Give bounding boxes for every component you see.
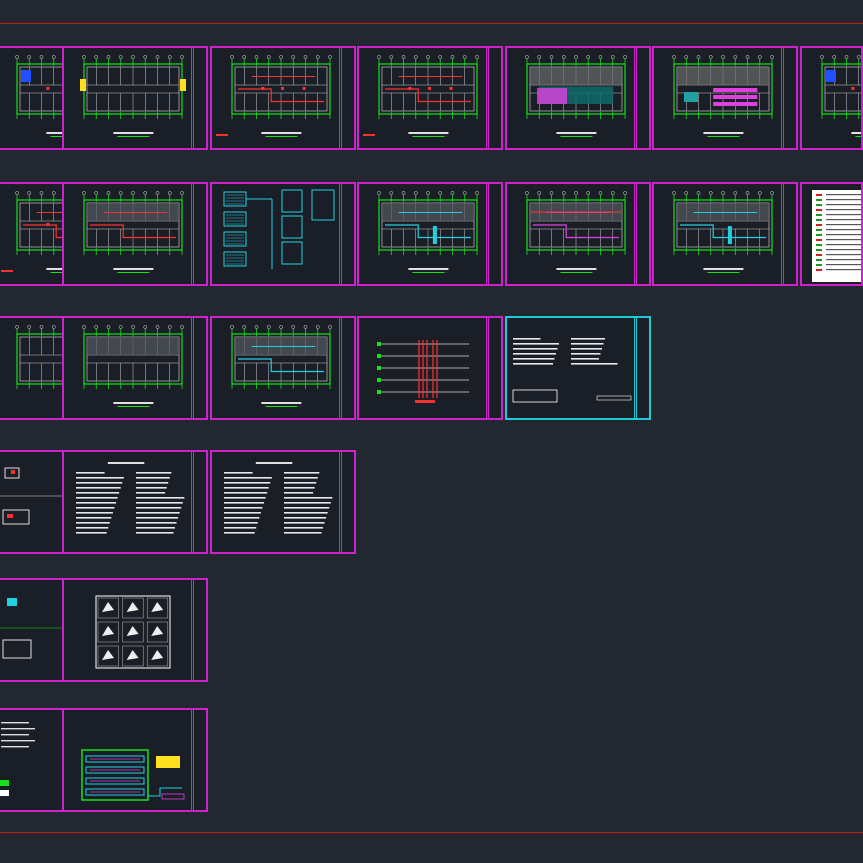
- sheet-drawing: [82, 191, 184, 273]
- sheet-drawing: [525, 191, 627, 273]
- drawing-sheet-plan-gray-cyan[interactable]: [210, 316, 356, 420]
- title-block: [193, 710, 206, 810]
- sheet-drawing: [512, 338, 632, 403]
- drawing-sheet-schematic-cyan[interactable]: [210, 182, 356, 286]
- title-block-border: [191, 580, 194, 680]
- title-block-border: [191, 48, 194, 148]
- title-block: [488, 184, 501, 284]
- title-block: [193, 48, 206, 148]
- sheet-drawing: [216, 55, 332, 137]
- title-block: [193, 580, 206, 680]
- sheet-drawing: [223, 189, 335, 269]
- sheet-drawing: [82, 325, 184, 407]
- sheet-drawing: [820, 55, 861, 137]
- drawing-sheet-plan-gray[interactable]: [62, 316, 208, 420]
- drawing-sheet-plan-teal[interactable]: [505, 46, 651, 150]
- title-block-border: [191, 318, 194, 418]
- title-block: [341, 184, 354, 284]
- drawing-sheet-riser-diagram[interactable]: [357, 316, 503, 420]
- title-block: [341, 48, 354, 148]
- title-block-border: [634, 318, 637, 418]
- drawing-sheet-text-notes-cyan[interactable]: [505, 316, 651, 420]
- sheet-drawing: [81, 749, 185, 801]
- title-block-border: [634, 184, 637, 284]
- title-block-border: [339, 318, 342, 418]
- title-block: [488, 48, 501, 148]
- title-block: [193, 452, 206, 552]
- title-block-border: [634, 48, 637, 148]
- title-block: [193, 184, 206, 284]
- drawing-sheet-plan-cyan[interactable]: [357, 182, 503, 286]
- drawing-sheet-legend-table[interactable]: [800, 182, 863, 286]
- title-block-border: [339, 184, 342, 284]
- sheet-drawing: [80, 55, 186, 137]
- drawing-sheet-text-notes[interactable]: [62, 450, 208, 554]
- title-block: [341, 452, 354, 552]
- drawing-sheet-plan-red[interactable]: [210, 46, 356, 150]
- title-block: [193, 318, 206, 418]
- top-limit-line: [0, 23, 863, 24]
- title-block-border: [486, 184, 489, 284]
- sheet-drawing: [377, 191, 479, 273]
- title-block-border: [191, 184, 194, 284]
- title-block: [636, 184, 649, 284]
- title-block-border: [339, 48, 342, 148]
- sheet-drawing: [363, 55, 479, 137]
- drawing-sheet-plan-outline[interactable]: [62, 46, 208, 150]
- title-block: [636, 48, 649, 148]
- title-block: [488, 318, 501, 418]
- title-block-border: [191, 710, 194, 810]
- sheet-drawing: [224, 462, 333, 534]
- title-block: [783, 48, 796, 148]
- title-block: [636, 318, 649, 418]
- sheet-drawing: [525, 55, 627, 137]
- drawing-sheet-plan-magenta[interactable]: [652, 46, 798, 150]
- title-block-border: [191, 452, 194, 552]
- drawing-sheet-plan-magenta-line[interactable]: [505, 182, 651, 286]
- drawing-sheet-plan-cyan[interactable]: [652, 182, 798, 286]
- sheet-drawing: [812, 190, 861, 282]
- sheet-drawing: [0, 722, 35, 796]
- title-block-border: [486, 48, 489, 148]
- drawing-sheet-text-notes[interactable]: [210, 450, 356, 554]
- drawing-sheet-plan-red[interactable]: [357, 46, 503, 150]
- sheet-drawing: [76, 462, 185, 534]
- title-block: [341, 318, 354, 418]
- sheet-drawing: [672, 55, 774, 137]
- title-block: [783, 184, 796, 284]
- sheet-drawing: [230, 325, 332, 407]
- title-block-border: [486, 318, 489, 418]
- sheet-drawing: [95, 595, 171, 669]
- drawing-sheet-plan-colored[interactable]: [800, 46, 863, 150]
- bottom-limit-line: [0, 832, 863, 833]
- sheet-drawing: [377, 340, 469, 403]
- title-block-border: [339, 452, 342, 552]
- sheet-drawing: [672, 191, 774, 273]
- drawing-sheet-plan-gray-red[interactable]: [62, 182, 208, 286]
- drawing-sheet-layout-green[interactable]: [62, 708, 208, 812]
- title-block-border: [781, 48, 784, 148]
- drawing-sheet-detail-grid[interactable]: [62, 578, 208, 682]
- title-block-border: [781, 184, 784, 284]
